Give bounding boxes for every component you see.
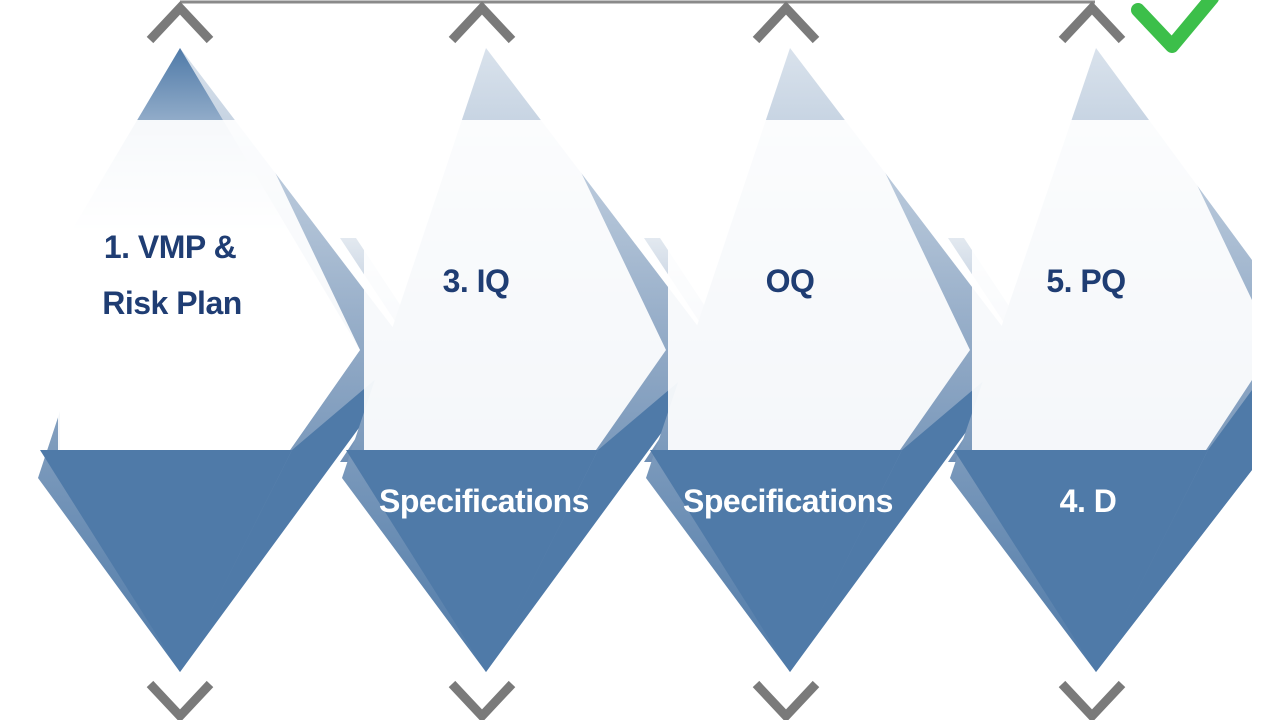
stage-2: 3. IQ Specifications	[342, 48, 716, 672]
stage-3-title: OQ	[766, 263, 815, 299]
stage-3-bottom-right	[790, 350, 1020, 672]
stage-2-upper-panel	[364, 120, 666, 450]
stage-3: OQ Specifications	[646, 48, 1020, 672]
chevron-up-icon	[1058, 1, 1126, 44]
chevron-up-icon	[448, 1, 516, 44]
stage-2-bottom-text: Specifications	[379, 483, 589, 519]
chevron-down-icon	[146, 680, 214, 720]
stage-3-bottom-text: Specifications	[683, 483, 893, 519]
stage-1: 1. VMP & Risk Plan	[38, 48, 410, 672]
stage-3-bottom	[650, 450, 902, 672]
stage-4-title: 5. PQ	[1046, 263, 1125, 299]
stage-1-bottom-right	[180, 350, 410, 672]
stage-4-bottom-right	[1096, 390, 1252, 672]
stage-1-title-line-2: Risk Plan	[102, 285, 242, 321]
stage-2-title: 3. IQ	[443, 263, 510, 299]
stage-2-bottom	[346, 450, 598, 672]
chevron-up-icon	[752, 1, 820, 44]
stage-2-bottom-right	[486, 350, 716, 672]
stage-3-upper-panel	[668, 120, 970, 450]
stage-1-title-line-1: 1. VMP &	[104, 229, 237, 265]
chevron-down-icon	[448, 680, 516, 720]
chevron-down-icon	[1058, 680, 1126, 720]
chevron-up-icon	[146, 1, 214, 44]
stage-4-bottom	[954, 450, 1208, 672]
checkmark-icon	[1131, 0, 1219, 53]
top-connectors	[146, 1, 1126, 44]
stage-4: 5. PQ 4. D	[950, 48, 1252, 672]
stage-1-upper-panel	[58, 120, 360, 450]
stage-4-upper-panel	[972, 120, 1252, 450]
stage-1-bottom	[40, 450, 292, 672]
chevron-down-icon	[752, 680, 820, 720]
stage-4-bottom-text: 4. D	[1060, 483, 1117, 519]
bottom-connectors	[146, 680, 1126, 720]
